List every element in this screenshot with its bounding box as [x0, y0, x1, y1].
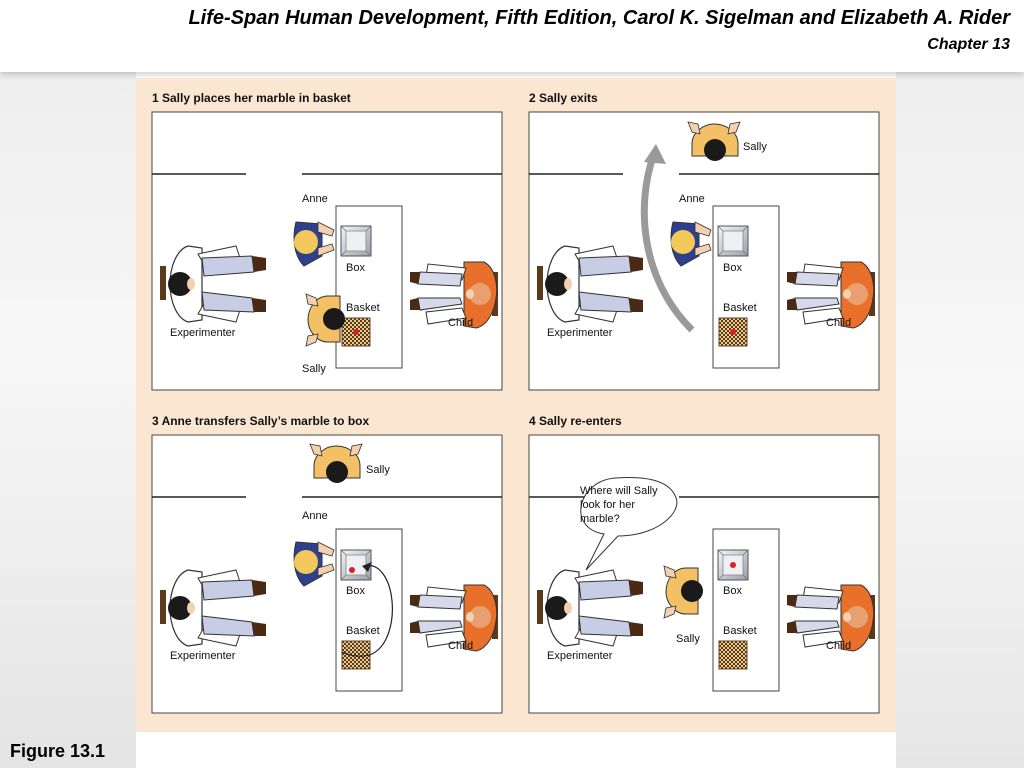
panel-1: 1 Sally places her marble in basket Anne…	[151, 91, 503, 391]
panel-2-marble-icon	[730, 329, 736, 335]
panel-3-step: 3 Anne transfers Sally’s marble to box	[152, 414, 370, 428]
panel-3-basket-icon	[341, 640, 371, 670]
panel-4-experimenter-label: Experimenter	[547, 650, 613, 662]
panel-2-exit-arrow	[640, 152, 695, 333]
panel-3-box-label: Box	[346, 585, 365, 597]
panel-4-step: 4 Sally re-enters	[529, 414, 622, 428]
slide-background-right	[896, 72, 1024, 768]
panel-1-experimenter-label: Experimenter	[170, 327, 236, 339]
panel-4: 4 Sally re-enters Where will Sally look …	[528, 414, 880, 714]
panel-2-anne-label: Anne	[679, 193, 705, 205]
panel-1-child-label: Child	[448, 317, 473, 329]
panel-4-child-label: Child	[826, 640, 851, 652]
panel-1-box-icon	[340, 225, 372, 257]
panel-3-room	[151, 434, 503, 714]
panel-4-basket-icon	[718, 640, 748, 670]
sally-anne-diagram: 1 Sally places her marble in basket Anne…	[151, 91, 880, 714]
panel-2-exit-arrowhead	[644, 144, 666, 164]
panel-1-step: 1 Sally places her marble in basket	[152, 91, 351, 105]
panel-1-marble-icon	[353, 329, 359, 335]
panel-4-speech-line1: Where will Sally	[580, 485, 658, 497]
slide-background-left	[0, 72, 136, 768]
panel-3-sally-label: Sally	[366, 464, 390, 476]
panel-2-box-label: Box	[723, 262, 742, 274]
chapter-label: Chapter 13	[927, 36, 1010, 53]
panel-3: 3 Anne transfers Sally’s marble to box S…	[151, 414, 503, 714]
panel-3-sally-icon	[309, 443, 363, 484]
panel-4-speech-line3: marble?	[580, 513, 620, 525]
panel-4-box-label: Box	[723, 585, 742, 597]
panel-3-child-label: Child	[448, 640, 473, 652]
panel-2-sally-label: Sally	[743, 141, 767, 153]
panel-1-box-label: Box	[346, 262, 365, 274]
panel-1-anne-label: Anne	[302, 193, 328, 205]
panel-2-box-icon	[717, 225, 749, 257]
panel-4-sally-label: Sally	[676, 633, 700, 645]
panel-2-experimenter-label: Experimenter	[547, 327, 613, 339]
panel-3-anne-label: Anne	[302, 510, 328, 522]
panel-4-sally-icon	[663, 565, 704, 619]
panel-4-marble-icon	[730, 562, 736, 568]
panel-4-speech-bubble	[580, 477, 678, 571]
panel-2-child-label: Child	[826, 317, 851, 329]
panel-1-basket-label: Basket	[346, 302, 380, 314]
panel-2-sally-icon	[687, 121, 741, 162]
panel-3-transfer-arrow	[341, 565, 393, 657]
panel-2: 2 Sally exits Sally Anne Box Basket Chil…	[528, 91, 880, 391]
slide-header: Life-Span Human Development, Fifth Editi…	[0, 0, 1024, 72]
panel-3-basket-label: Basket	[346, 625, 380, 637]
panel-3-transfer-arrowhead	[362, 562, 372, 572]
book-title: Life-Span Human Development, Fifth Editi…	[188, 7, 1010, 29]
panel-3-marble-icon	[349, 567, 355, 573]
panel-3-experimenter-label: Experimenter	[170, 650, 236, 662]
figure-caption: Figure 13.1	[10, 741, 106, 761]
panel-2-basket-label: Basket	[723, 302, 757, 314]
panel-1-sally-icon	[305, 293, 346, 347]
figure-panel: 1 Sally places her marble in basket Anne…	[136, 78, 896, 732]
panel-4-basket-label: Basket	[723, 625, 757, 637]
panel-4-room	[528, 434, 880, 714]
panel-1-sally-label: Sally	[302, 363, 326, 375]
panel-2-step: 2 Sally exits	[529, 91, 598, 105]
panel-4-speech-line2: look for her	[580, 499, 635, 511]
